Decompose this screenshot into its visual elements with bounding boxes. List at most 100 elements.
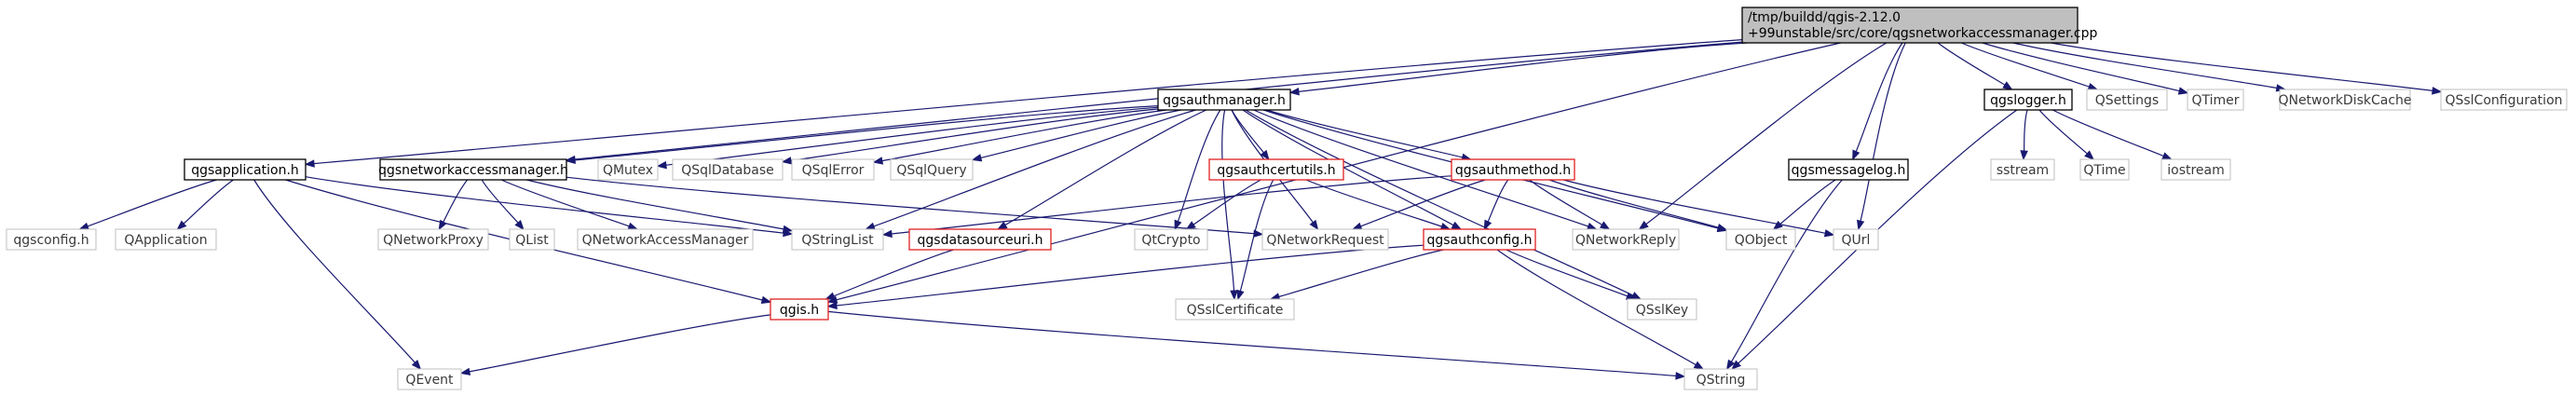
edge-qgsauthconfig-to-qstring	[1496, 249, 1697, 366]
arrowhead	[1725, 359, 1736, 371]
node-box	[1725, 228, 1796, 251]
node-qobject[interactable]: QObject	[1725, 228, 1796, 251]
node-qnetworkproxy[interactable]: QNetworkProxy	[377, 228, 489, 251]
node-box	[1208, 158, 1344, 181]
node-box	[379, 158, 567, 181]
node-qsettings[interactable]: QSettings	[2086, 89, 2168, 111]
arrowhead	[176, 220, 187, 230]
edge-qgsauthmanager-to-qsslkey	[1245, 109, 1634, 296]
root-node-qgsnetworkaccessmanager-cpp[interactable]: /tmp/buildd/qgis-2.12.0+99unstable/src/c…	[1741, 7, 2097, 44]
node-qlist[interactable]: QList	[509, 228, 555, 251]
edge-qgsauthcertutils-to-qsslcertificate	[1239, 179, 1274, 292]
arrowhead	[872, 157, 884, 165]
node-label: QSslConfiguration	[2445, 93, 2562, 108]
edge-root-to-qsslconfiguration	[2051, 42, 2433, 91]
node-box	[115, 228, 217, 251]
node-qnetworkaccessmanager[interactable]: QNetworkAccessManager	[577, 228, 754, 251]
arrowhead	[304, 159, 315, 168]
node-box	[890, 158, 974, 181]
arrowhead	[459, 367, 471, 376]
node-qtcrypto[interactable]: QtCrypto	[1134, 228, 1208, 251]
arrowhead	[1451, 221, 1463, 230]
node-qstringlist[interactable]: QStringList	[791, 228, 884, 251]
node-label: qgsmessagelog.h	[1792, 163, 1906, 178]
arrowhead	[826, 301, 838, 310]
node-qsqlerror[interactable]: QSqlError	[791, 158, 875, 181]
edge-qgsapplication-to-qgsconfig	[87, 179, 217, 227]
edge-qgsauthmethod-to-qstringlist	[891, 175, 1452, 235]
edge-qgslogger-to-iostream	[2052, 109, 2164, 157]
arrowhead	[1236, 289, 1245, 301]
node-iostream[interactable]: iostream	[2160, 158, 2231, 181]
arrowhead	[1260, 149, 1270, 161]
node-qnetworkdiskcache[interactable]: QNetworkDiskCache	[2278, 89, 2412, 111]
node-box	[184, 158, 307, 181]
arrowhead	[1185, 221, 1196, 230]
node-box	[1175, 298, 1295, 321]
node-qgis-h[interactable]: qgis.h	[770, 298, 829, 321]
edge-qgsnam_h-to-qnetworkrequest	[566, 176, 1255, 235]
node-qgsapplication-h[interactable]: qgsapplication.h	[184, 158, 307, 181]
node-qgsnetworkaccessmanager-h[interactable]: qgsnetworkaccessmanager.h	[378, 158, 568, 181]
node-qgsauthmethod-h[interactable]: qgsauthmethod.h	[1451, 158, 1575, 181]
node-qmutex[interactable]: QMutex	[597, 158, 659, 181]
node-qgsconfig-h[interactable]: qgsconfig.h	[6, 228, 97, 251]
node-box	[597, 158, 659, 181]
node-qgsauthconfig-h[interactable]: qgsauthconfig.h	[1423, 228, 1536, 251]
edge-qgsnam_h-to-qnetworkproxy	[443, 179, 469, 223]
edge-root-to-qgsapplication	[313, 39, 1743, 165]
node-label: +99unstable/src/core/qgsnetworkaccessman…	[1748, 26, 2097, 41]
node-qgsauthcertutils-h[interactable]: qgsauthcertutils.h	[1208, 158, 1344, 181]
arrowhead	[1852, 149, 1860, 161]
node-label: qgslogger.h	[1990, 93, 2066, 108]
node-label: /tmp/buildd/qgis-2.12.0	[1748, 10, 1901, 25]
node-qsslconfiguration[interactable]: QSslConfiguration	[2440, 89, 2568, 111]
node-label: QNetworkReply	[1575, 233, 1676, 248]
node-label: qgsapplication.h	[191, 163, 299, 178]
arrowhead	[1351, 222, 1363, 230]
arrowhead	[514, 220, 525, 231]
node-label: qgis.h	[780, 303, 819, 318]
node-qgsauthmanager-h[interactable]: qgsauthmanager.h	[1157, 89, 1291, 111]
node-label: qgsauthmanager.h	[1163, 93, 1286, 108]
edge-root-to-qnetworkreply	[1645, 42, 1888, 225]
arrowhead	[2002, 81, 2013, 90]
node-qsqlquery[interactable]: QSqlQuery	[890, 158, 974, 181]
node-qgslogger-h[interactable]: qgslogger.h	[1983, 89, 2073, 111]
node-box	[1157, 89, 1291, 111]
node-box	[2279, 89, 2411, 111]
edge-qgsauthmanager-to-qgsnam_h	[574, 105, 1159, 161]
node-qstring[interactable]: QString	[1683, 368, 1758, 390]
node-box	[1134, 228, 1208, 251]
edge-qgis-to-qevent	[469, 314, 771, 373]
node-box	[1683, 368, 1758, 390]
arrowhead	[1483, 219, 1492, 231]
edge-qgslogger-to-qtime	[2038, 109, 2088, 155]
node-qsqldatabase[interactable]: QSqlDatabase	[672, 158, 784, 181]
edge-root-to-qgsauthmanager	[1298, 42, 1748, 92]
node-qapplication[interactable]: QApplication	[115, 228, 217, 251]
arrowhead	[781, 157, 793, 165]
arrowhead	[997, 221, 1008, 230]
node-qgsdatasourceuri-h[interactable]: qgsdatasourceuri.h	[908, 228, 1052, 251]
node-label: QNetworkRequest	[1266, 233, 1384, 248]
node-qtimer[interactable]: QTimer	[2187, 89, 2244, 111]
node-box	[1833, 228, 1879, 251]
node-box	[2079, 158, 2130, 181]
node-qevent[interactable]: QEvent	[397, 368, 462, 390]
node-qsslcertificate[interactable]: QSslCertificate	[1175, 298, 1295, 321]
node-qnetworkreply[interactable]: QNetworkReply	[1572, 228, 1680, 251]
node-qnetworkrequest[interactable]: QNetworkRequest	[1261, 228, 1389, 251]
node-sstream[interactable]: sstream	[1990, 158, 2055, 181]
node-box	[791, 228, 884, 251]
node-qtime[interactable]: QTime	[2079, 158, 2130, 181]
edge-qgsauthconfig-to-qgis	[836, 244, 1424, 307]
edge-qgsauthmanager-to-qgsauthcertutils	[1231, 109, 1264, 154]
node-qurl[interactable]: QUrl	[1833, 228, 1879, 251]
edge-qgsauthconfig-to-qsslkey	[1506, 249, 1629, 297]
node-qgsmessagelog-h[interactable]: qgsmessagelog.h	[1788, 158, 1909, 181]
arrowhead	[881, 229, 893, 239]
node-label: sstream	[1997, 163, 2049, 178]
node-qsslkey[interactable]: QSslKey	[1627, 298, 1697, 321]
node-box	[672, 158, 784, 181]
